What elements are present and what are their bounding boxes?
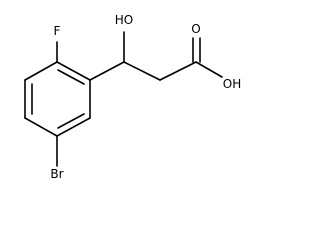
- ring-bond-c6-c1: [56, 61, 91, 81]
- acid-hydroxyl-label: OH: [223, 77, 241, 91]
- carbonyl-oxygen-label: O: [191, 22, 200, 36]
- ring-bond-c4-c5: [56, 117, 91, 137]
- ring-bond-c4-c5-inner: [57, 113, 85, 129]
- ring-bond-c6-c1-inner: [57, 69, 85, 85]
- chemical-structure-diagram: F Br HO O OH: [24, 13, 241, 181]
- fluorine-label: F: [54, 24, 61, 38]
- ring-bond-c1-c2: [24, 61, 58, 81]
- bond-ring-chohc: [89, 61, 125, 81]
- structure-canvas: F Br HO O OH: [24, 13, 242, 181]
- bond-acid-oh: [195, 61, 223, 78]
- bond-ch2-cooh: [159, 61, 197, 81]
- hydroxyl-label: HO: [115, 13, 133, 27]
- bromine-label: Br: [50, 167, 63, 181]
- bond-choh-ch2: [123, 61, 161, 81]
- ring-bond-c3-c4: [24, 117, 58, 137]
